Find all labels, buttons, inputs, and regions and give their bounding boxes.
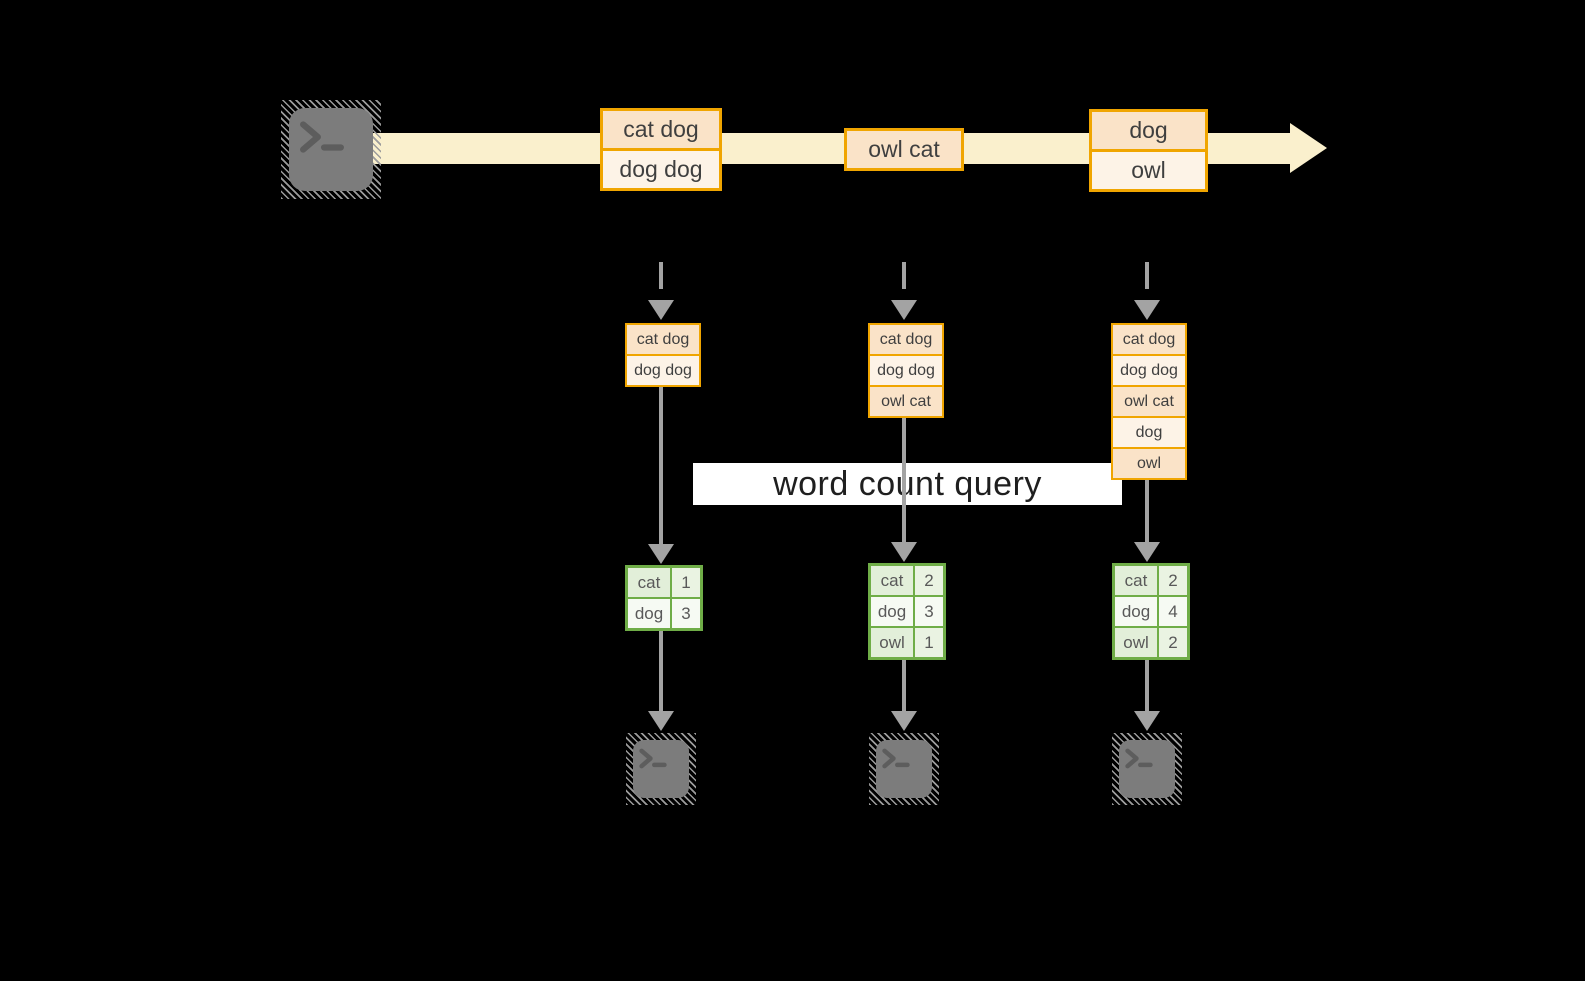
state-record: cat dog [870, 325, 942, 354]
count-cell: 3 [672, 599, 700, 628]
table-row: owl 1 [871, 626, 943, 657]
wordcount-table-1: cat 1 dog 3 [625, 565, 703, 631]
stream-timeline-arrowhead-icon [1290, 123, 1327, 173]
terminal-prompt-icon [639, 748, 667, 769]
wordcount-table-2: cat 2 dog 3 owl 1 [868, 563, 946, 660]
state-record: owl [1113, 447, 1185, 478]
count-cell: 1 [672, 568, 700, 597]
down-arrowhead-icon [648, 300, 674, 320]
state-record: cat dog [627, 325, 699, 354]
down-arrowhead-icon [891, 542, 917, 562]
down-arrowhead-icon [1134, 542, 1160, 562]
state-record: owl cat [870, 385, 942, 416]
word-cell: dog [871, 597, 915, 626]
query-label-band: word count query [693, 463, 1122, 505]
table-row: cat 2 [871, 566, 943, 595]
batch-record: dog dog [603, 148, 719, 188]
batch-record: owl cat [847, 131, 961, 168]
connector-line [902, 658, 906, 712]
state-record: dog dog [627, 354, 699, 385]
wordcount-table-3: cat 2 dog 4 owl 2 [1112, 563, 1190, 660]
batch-record: cat dog [603, 111, 719, 148]
word-cell: dog [628, 599, 672, 628]
sink-terminal-icon [626, 733, 696, 805]
state-record: dog dog [1113, 354, 1185, 385]
batch-box-3: dog owl [1089, 109, 1208, 192]
table-row: owl 2 [1115, 626, 1187, 657]
dashed-arrow-line [902, 262, 906, 289]
connector-line [1145, 480, 1149, 544]
state-record: owl cat [1113, 385, 1185, 416]
terminal-prompt-icon [882, 748, 910, 769]
down-arrowhead-icon [648, 711, 674, 731]
table-row: dog 3 [628, 597, 700, 628]
word-cell: dog [1115, 597, 1159, 626]
table-row: dog 4 [1115, 595, 1187, 626]
query-label: word count query [773, 465, 1042, 503]
count-cell: 2 [1159, 566, 1187, 595]
state-record: dog dog [870, 354, 942, 385]
dashed-arrow-line [659, 262, 663, 289]
sink-terminal-icon [1112, 733, 1182, 805]
batch-record: dog [1092, 112, 1205, 149]
word-cell: owl [871, 628, 915, 657]
connector-line [659, 629, 663, 712]
batch-box-1: cat dog dog dog [600, 108, 722, 191]
state-record: cat dog [1113, 325, 1185, 354]
count-cell: 1 [915, 628, 943, 657]
connector-line [1145, 658, 1149, 712]
word-cell: cat [1115, 566, 1159, 595]
down-arrowhead-icon [1134, 300, 1160, 320]
terminal-prompt-icon [1125, 748, 1153, 769]
word-cell: cat [871, 566, 915, 595]
terminal-prompt-icon [300, 121, 344, 153]
state-box-1: cat dog dog dog [625, 323, 701, 387]
down-arrowhead-icon [891, 711, 917, 731]
batch-box-2: owl cat [844, 128, 964, 171]
word-cell: owl [1115, 628, 1159, 657]
down-arrowhead-icon [1134, 711, 1160, 731]
table-row: cat 1 [628, 568, 700, 597]
connector-line [902, 418, 906, 544]
dashed-arrow-line [1145, 262, 1149, 289]
word-cell: cat [628, 568, 672, 597]
batch-record: owl [1092, 149, 1205, 189]
source-terminal-icon [281, 100, 381, 199]
down-arrowhead-icon [648, 544, 674, 564]
state-record: dog [1113, 416, 1185, 447]
count-cell: 2 [915, 566, 943, 595]
sink-terminal-icon [869, 733, 939, 805]
state-box-3: cat dog dog dog owl cat dog owl [1111, 323, 1187, 480]
table-row: dog 3 [871, 595, 943, 626]
count-cell: 4 [1159, 597, 1187, 626]
state-box-2: cat dog dog dog owl cat [868, 323, 944, 418]
table-row: cat 2 [1115, 566, 1187, 595]
count-cell: 3 [915, 597, 943, 626]
connector-line [659, 387, 663, 544]
count-cell: 2 [1159, 628, 1187, 657]
down-arrowhead-icon [891, 300, 917, 320]
